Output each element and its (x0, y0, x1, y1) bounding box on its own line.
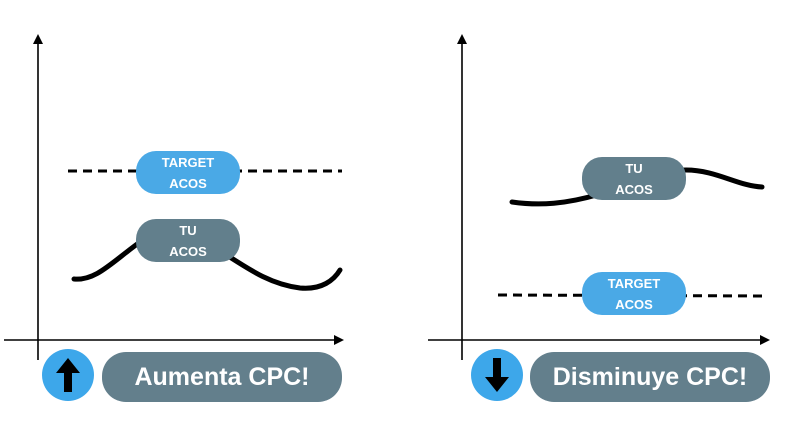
right-target-acos-line1: TARGET (607, 275, 661, 291)
left-target-acos-pill: TARGET ACOS (136, 151, 240, 194)
right-tu-acos-line2: ACOS (615, 181, 653, 197)
decrease-cpc-button: Disminuye CPC! (530, 352, 770, 402)
right-axes (428, 34, 770, 360)
left-tu-acos-pill: TU ACOS (136, 219, 240, 262)
decrease-cpc-label: Disminuye CPC! (552, 362, 748, 391)
right-tu-acos-line1: TU (625, 160, 643, 176)
increase-cpc-button: Aumenta CPC! (102, 352, 342, 402)
arrow-down-icon (471, 349, 523, 401)
increase-cpc-label: Aumenta CPC! (134, 362, 310, 391)
left-axes (4, 34, 344, 360)
left-tu-acos-line1: TU (179, 222, 197, 238)
right-target-acos-pill: TARGET ACOS (582, 272, 686, 315)
right-target-acos-line2: ACOS (615, 296, 653, 312)
left-target-acos-line2: ACOS (169, 175, 207, 191)
arrow-up-icon (42, 349, 94, 401)
left-tu-acos-line2: ACOS (169, 243, 207, 259)
left-target-acos-line1: TARGET (161, 154, 215, 170)
right-tu-acos-pill: TU ACOS (582, 157, 686, 200)
